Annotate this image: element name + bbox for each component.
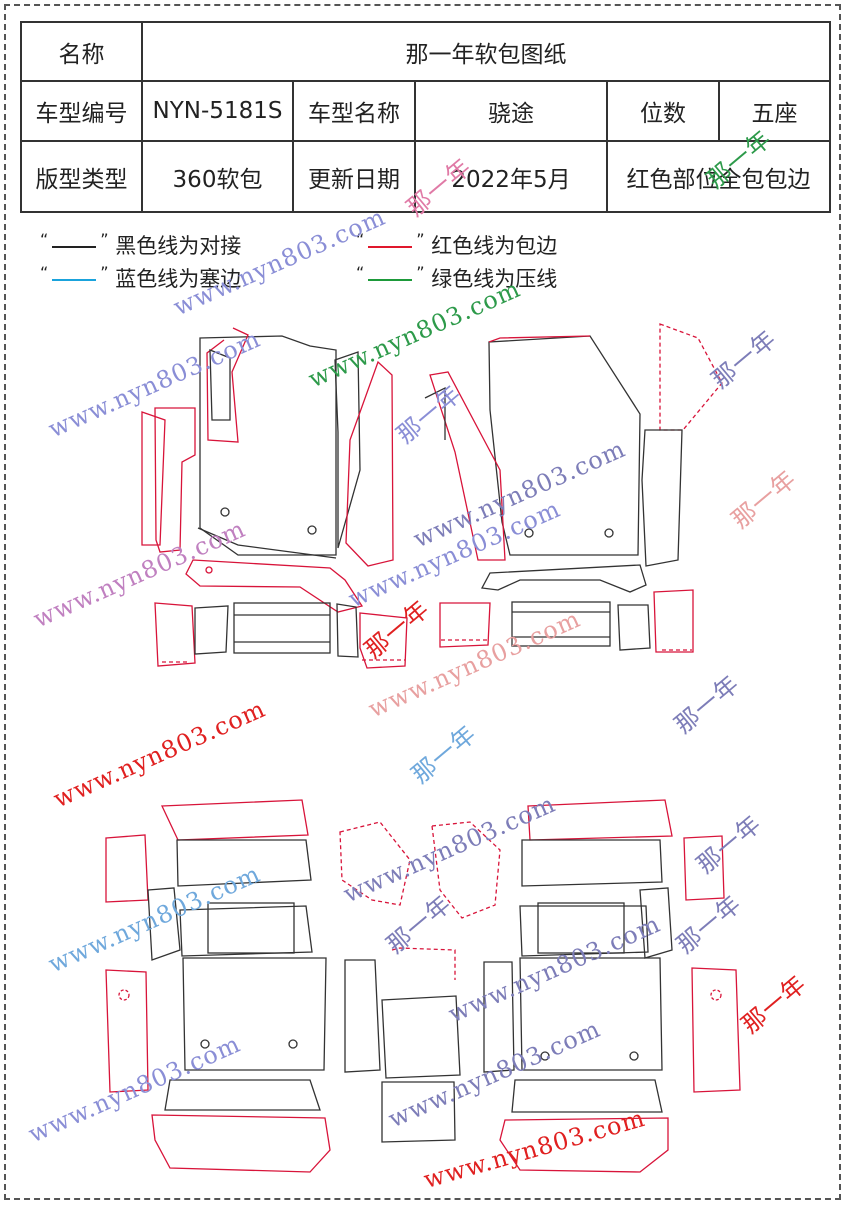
name-label: 名称 xyxy=(20,21,143,82)
page-border xyxy=(4,4,841,1200)
spec-table: 名称 那一年软包图纸 车型编号 NYN-5181S 车型名称 骁途 位数 五座 … xyxy=(20,21,832,213)
name-value: 那一年软包图纸 xyxy=(140,21,832,82)
update-value: 2022年5月 xyxy=(414,140,608,213)
model-no-value: NYN-5181S xyxy=(141,80,294,142)
green-line-swatch xyxy=(368,279,413,281)
update-label: 更新日期 xyxy=(292,140,416,213)
rear-row-patterns xyxy=(105,799,741,1173)
model-no-label: 车型编号 xyxy=(20,80,143,142)
pattern-type-value: 360软包 xyxy=(141,140,294,213)
pattern-type-label: 版型类型 xyxy=(20,140,143,213)
blue-line-swatch xyxy=(52,279,97,281)
legend-green: “” 绿色线为压线 xyxy=(356,263,558,291)
black-line-swatch xyxy=(52,246,97,248)
model-name-label: 车型名称 xyxy=(292,80,416,142)
front-row-patterns xyxy=(141,323,723,669)
seats-value: 五座 xyxy=(717,80,832,142)
legend-blue: “” 蓝色线为塞边 xyxy=(40,263,242,291)
note-value: 红色部位全包包边 xyxy=(605,140,832,213)
legend-blue-text: 蓝色线为塞边 xyxy=(115,267,242,291)
legend-green-text: 绿色线为压线 xyxy=(431,267,558,291)
legend-black: “” 黑色线为对接 xyxy=(40,230,242,258)
model-name-value: 骁途 xyxy=(414,80,608,142)
legend-red: “” 红色线为包边 xyxy=(356,230,558,258)
legend-black-text: 黑色线为对接 xyxy=(115,234,242,258)
red-line-swatch xyxy=(368,246,413,248)
legend-red-text: 红色线为包边 xyxy=(431,234,558,258)
seats-label: 位数 xyxy=(606,80,720,142)
